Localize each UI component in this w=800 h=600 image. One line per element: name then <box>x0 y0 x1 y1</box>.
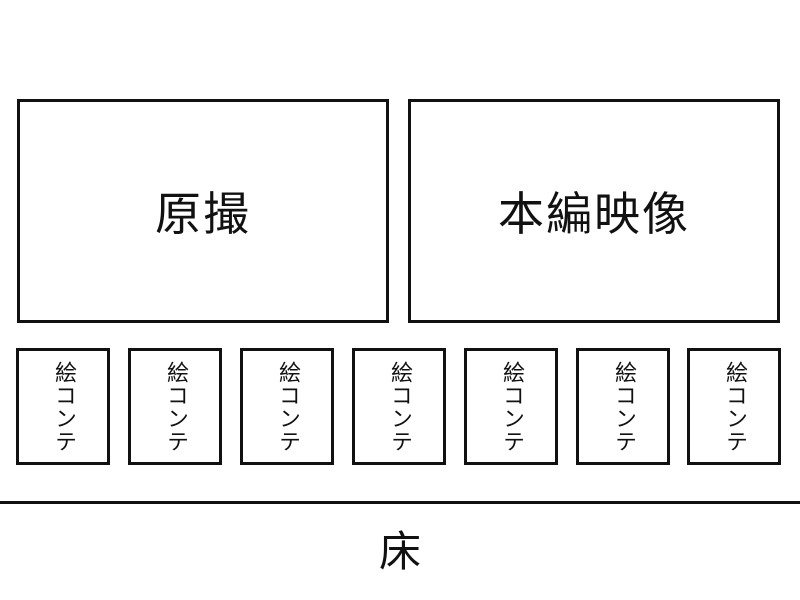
storyboard-card: 絵コンテ <box>576 348 670 465</box>
main-footage-label: 本編映像 <box>498 187 690 241</box>
gensatsu-label: 原撮 <box>155 187 251 241</box>
storyboard-card: 絵コンテ <box>16 348 110 465</box>
storyboard-card-label: 絵コンテ <box>722 361 747 453</box>
storyboard-card-label: 絵コンテ <box>387 361 412 453</box>
storyboard-card-label: 絵コンテ <box>163 361 188 453</box>
storyboard-card: 絵コンテ <box>240 348 334 465</box>
storyboard-card-label: 絵コンテ <box>611 361 636 453</box>
storyboard-card: 絵コンテ <box>464 348 558 465</box>
storyboard-card: 絵コンテ <box>687 348 781 465</box>
storyboard-card-label: 絵コンテ <box>275 361 300 453</box>
main-footage-screen: 本編映像 <box>408 99 780 323</box>
storyboard-card-label: 絵コンテ <box>51 361 76 453</box>
floor-line <box>0 501 800 504</box>
storyboard-card: 絵コンテ <box>128 348 222 465</box>
floor-label: 床 <box>378 527 421 576</box>
gensatsu-screen: 原撮 <box>17 99 389 323</box>
storyboard-card-label: 絵コンテ <box>499 361 524 453</box>
storyboard-card: 絵コンテ <box>352 348 446 465</box>
